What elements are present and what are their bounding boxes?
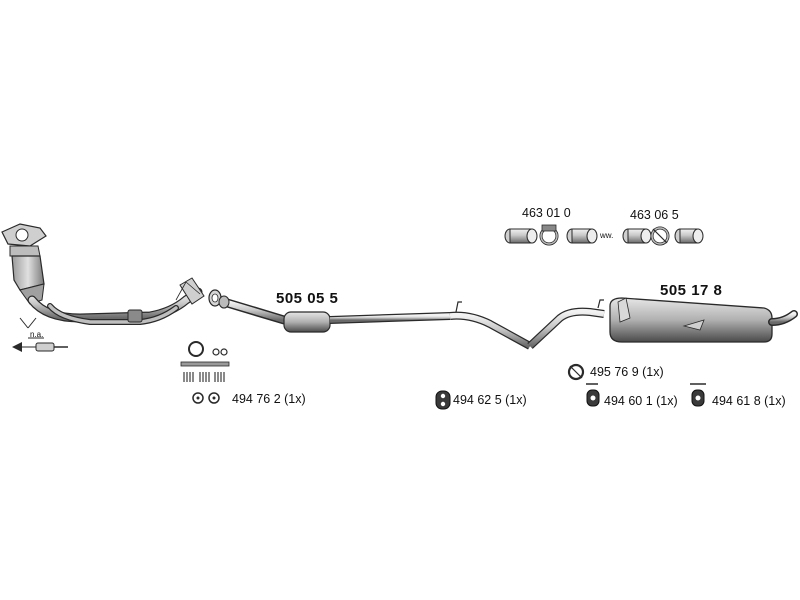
- note-not-available: n.a.: [30, 330, 44, 339]
- front-pipe[interactable]: [27, 277, 205, 325]
- rear-clamp[interactable]: [567, 363, 585, 381]
- catalytic-converter[interactable]: [1, 223, 47, 305]
- rubber-mount-mid[interactable]: [435, 390, 451, 410]
- rubber-mount-rear-a[interactable]: [586, 383, 600, 407]
- part-label-rear-clamp: 495 76 9 (1x): [590, 365, 664, 379]
- part-label-rubber-mount-rear-b: 494 61 8 (1x): [712, 394, 786, 408]
- mounting-kit[interactable]: [180, 341, 230, 404]
- part-label-rubber-mount-mid: 494 62 5 (1x): [453, 393, 527, 407]
- part-label-clamp-set-b: 463 06 5: [630, 208, 679, 222]
- middle-pipe[interactable]: [218, 295, 605, 350]
- rubber-mount-rear-b[interactable]: [690, 383, 706, 407]
- part-label-rear-muffler: 505 17 8: [660, 282, 723, 299]
- part-label-clamp-set-a: 463 01 0: [522, 206, 571, 220]
- part-label-mounting-kit: 494 76 2 (1x): [232, 392, 306, 406]
- rear-muffler[interactable]: [609, 297, 798, 343]
- clamp-set-b[interactable]: [622, 226, 704, 246]
- note-ww: ww.: [600, 231, 614, 240]
- lambda-sensor: [12, 317, 68, 352]
- part-label-middle-pipe: 505 05 5: [276, 290, 339, 307]
- part-label-rubber-mount-rear-a: 494 60 1 (1x): [604, 394, 678, 408]
- clamp-set-a[interactable]: [504, 224, 598, 246]
